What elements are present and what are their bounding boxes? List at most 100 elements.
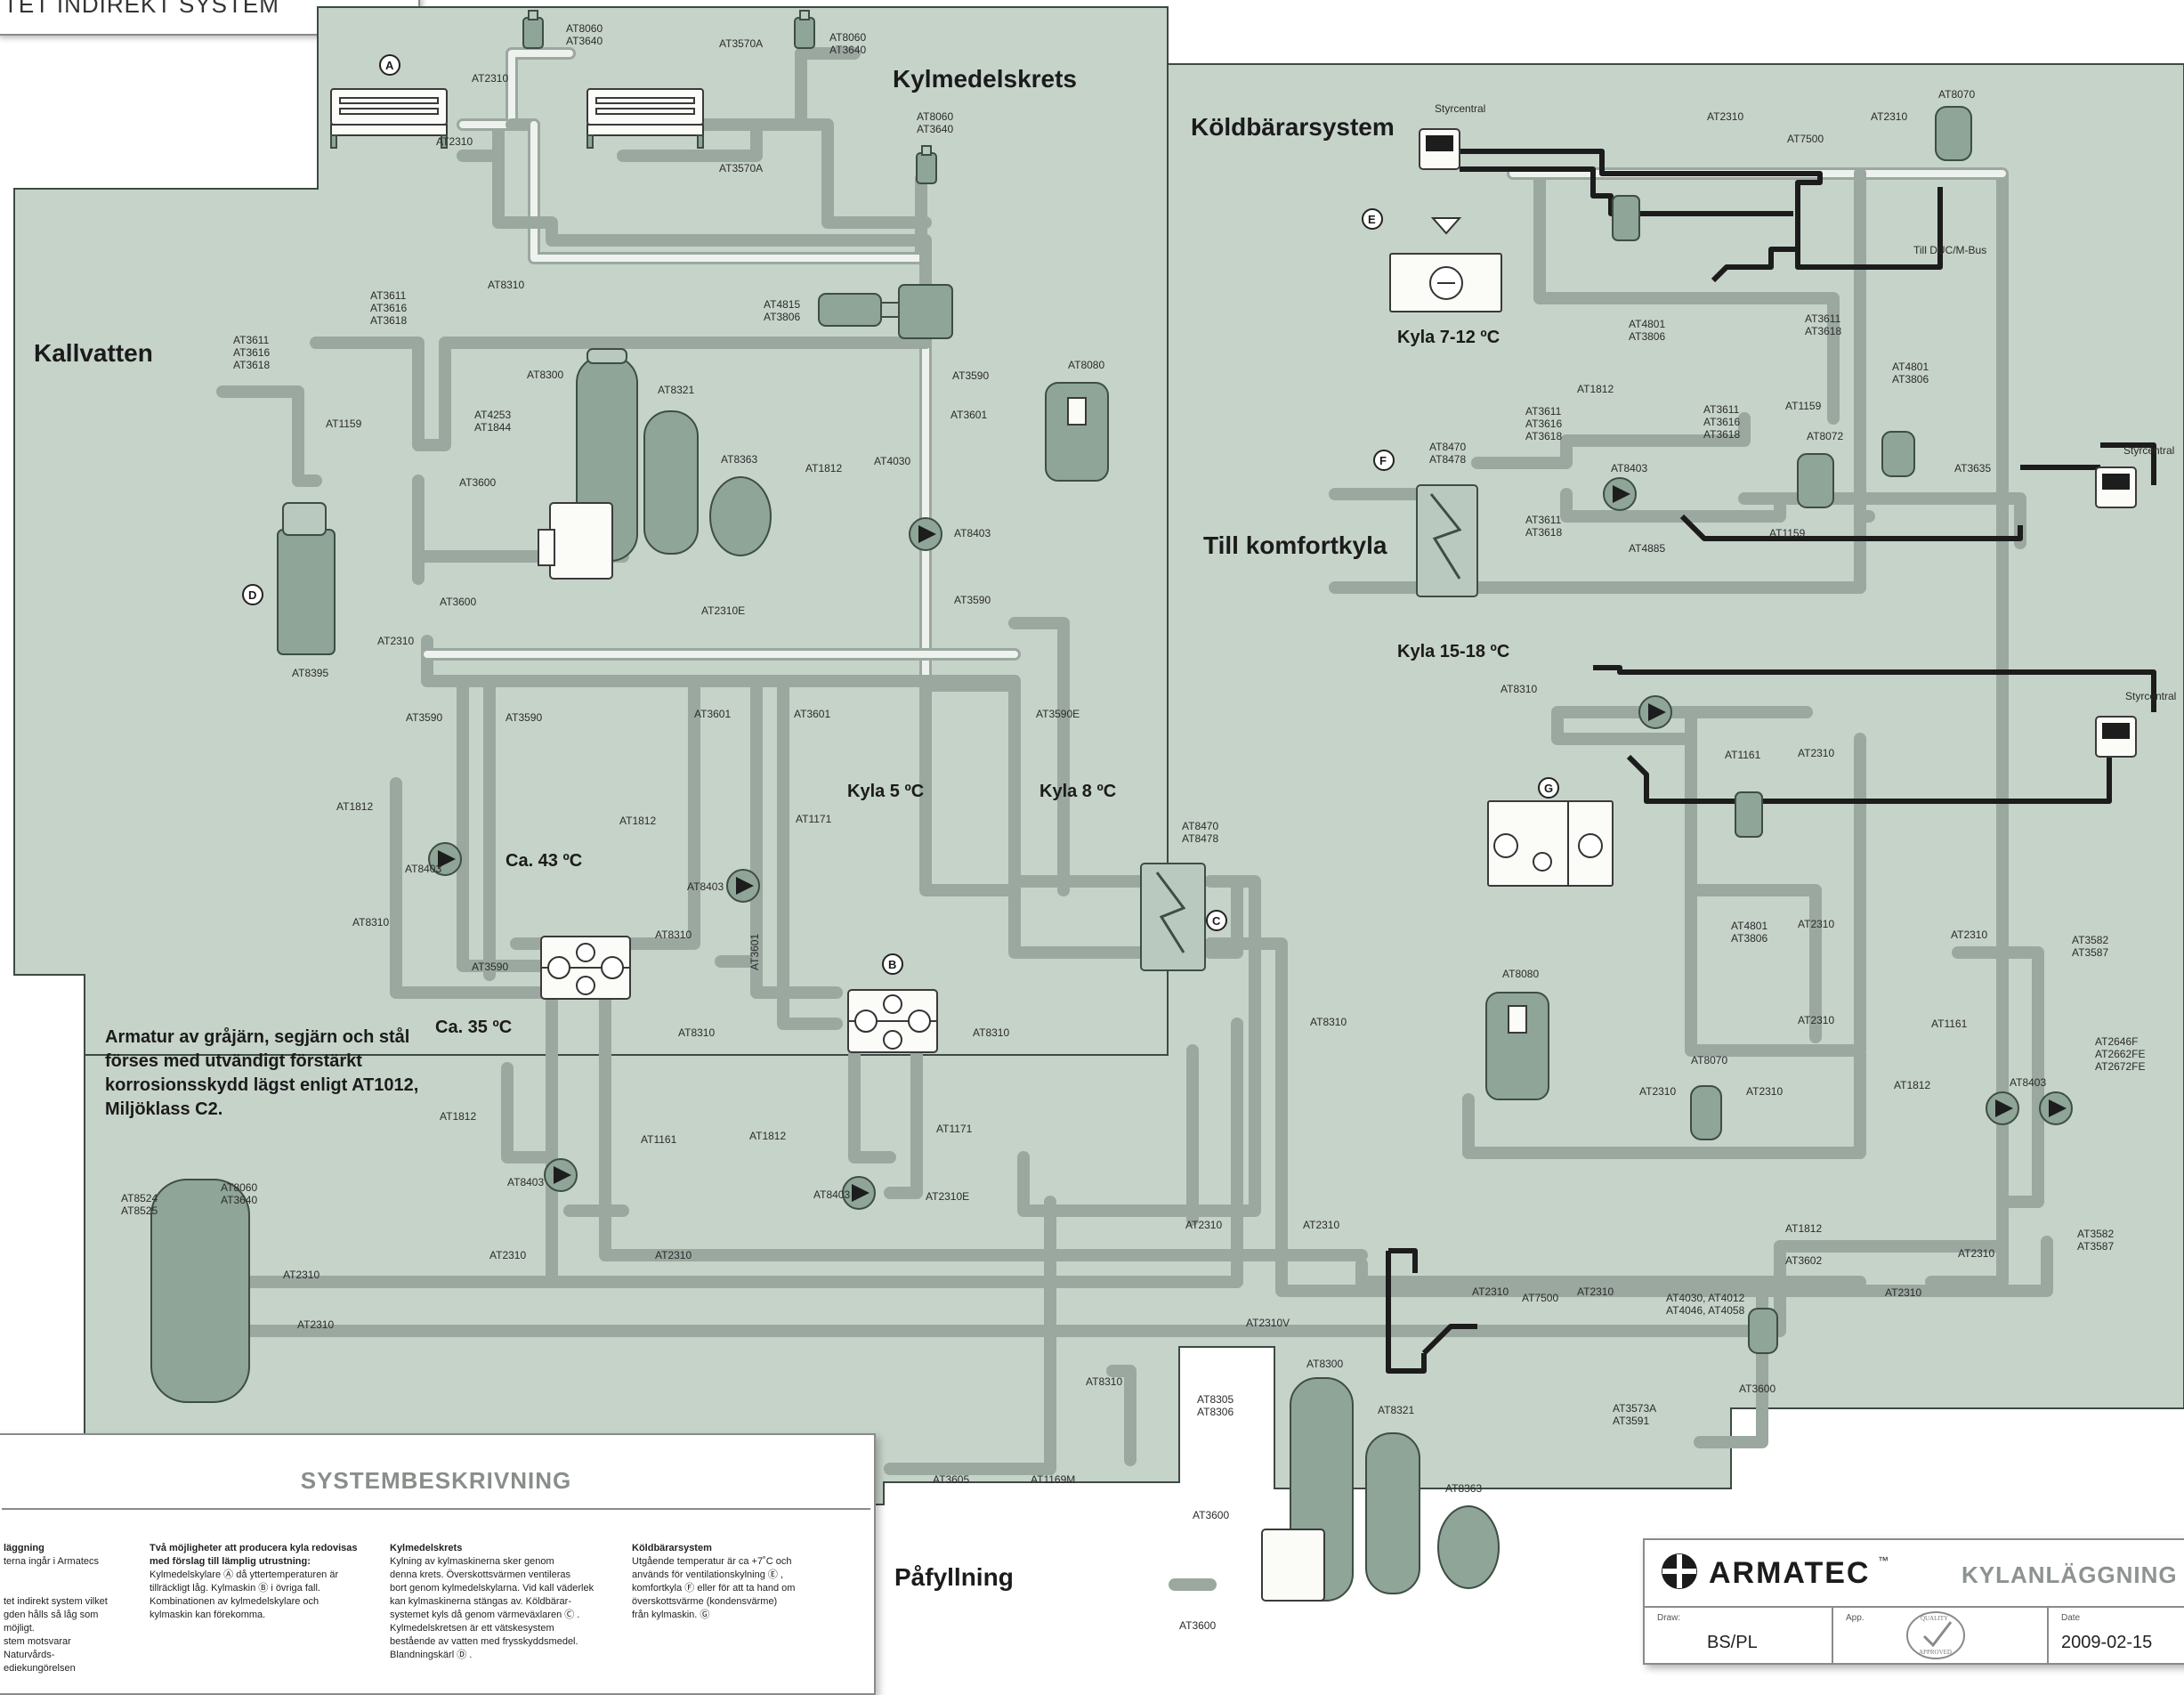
desc-line: används för ventilationskylning Ⓔ , — [632, 1569, 783, 1580]
temperature-labels: Kyla 7-12 ºC Kyla 15-18 ºC Kyla 5 ºC Kyl… — [435, 328, 1509, 1037]
label: AT1171 — [796, 813, 832, 825]
label: AT2310 — [436, 135, 473, 148]
desc-line: bestående av vatten med frysskyddsmedel. — [390, 1636, 578, 1647]
desc-column-title: Två möjligheter att producera kyla redov… — [150, 1543, 358, 1567]
label: AT8525 — [121, 1204, 158, 1217]
label: AT8524 — [121, 1192, 158, 1204]
circle-label-a: A — [385, 59, 394, 72]
desc-line: från kylmaskin. Ⓖ — [632, 1610, 710, 1620]
control-box-at8080-2 — [1485, 992, 1549, 1100]
label: AT3618 — [233, 359, 270, 371]
date-value: 2009-02-15 — [2061, 1633, 2153, 1652]
tank-at8321-right — [1365, 1432, 1420, 1594]
label: AT3570A — [719, 37, 763, 50]
label: AT3582 — [2077, 1228, 2114, 1240]
label: AT3616 — [233, 346, 270, 359]
label: AT2310 — [1798, 747, 1834, 759]
label: AT2310 — [1185, 1219, 1222, 1231]
pipe-network-left — [216, 47, 1368, 1591]
label: AT7500 — [1787, 133, 1824, 145]
label: AT3640 — [917, 123, 953, 135]
stamp-text-top: QUALITY — [1921, 1615, 1949, 1622]
label: AT3600 — [1193, 1509, 1229, 1521]
tank-at8321 — [643, 410, 699, 555]
label: AT3601 — [694, 708, 731, 720]
label: AT4801 — [1892, 361, 1929, 373]
label: AT3616 — [1525, 418, 1562, 430]
label: AT3640 — [566, 35, 603, 47]
circle-label-d: D — [248, 588, 256, 602]
label: AT3806 — [1731, 932, 1767, 945]
circle-label-c: C — [1212, 914, 1221, 928]
label: AT2310 — [1707, 110, 1743, 123]
desc-column-3: Kylmedelskrets Kylning av kylmaskinerna … — [390, 1542, 612, 1662]
label: AT8306 — [1197, 1406, 1234, 1418]
label: AT2310 — [1871, 110, 1907, 123]
material-note: Armatur av gråjärn, segjärn och stål för… — [105, 1027, 419, 1119]
air-vent-1 — [522, 10, 544, 49]
label: AT8403 — [507, 1176, 544, 1188]
control-cables — [1386, 149, 2156, 1374]
label: AT8310 — [352, 916, 389, 929]
desc-line: komfortkyla Ⓕ eller för att ta hand om — [632, 1583, 796, 1594]
label: AT1169M — [1031, 1473, 1075, 1486]
temp-kyla-15-18: Kyla 15-18 ºC — [1397, 642, 1509, 661]
label: AT3573A — [1613, 1402, 1656, 1415]
temp-ca-35: Ca. 35 ºC — [435, 1018, 512, 1037]
buffer-tank-at8524 — [150, 1179, 250, 1403]
label: AT2310 — [283, 1269, 320, 1281]
label: AT3601 — [748, 934, 761, 970]
label: AT4030, AT4012 — [1666, 1292, 1745, 1304]
label: AT3600 — [459, 476, 496, 489]
label: AT8080 — [1502, 968, 1539, 980]
desc-line: överskottsvärme (kondensvärme) — [632, 1596, 778, 1607]
label: AT1812 — [336, 800, 373, 813]
expansion-vessel-at8363 — [709, 476, 772, 556]
label: AT3587 — [2077, 1240, 2114, 1253]
label: AT8080 — [1068, 359, 1104, 371]
label: AT8363 — [1445, 1482, 1482, 1495]
system-description-panel: SYSTEMBESKRIVNING läggning terna ingår i… — [0, 1433, 876, 1695]
label: AT8300 — [1306, 1358, 1343, 1370]
label: AT3587 — [2072, 946, 2108, 959]
controller-e — [1419, 128, 1460, 170]
air-vent-2 — [794, 10, 815, 49]
label: AT3600 — [1739, 1383, 1776, 1395]
divider — [2, 1508, 870, 1510]
label: AT1844 — [474, 421, 511, 434]
label: AT2310E — [701, 604, 745, 617]
label: AT8403 — [2010, 1076, 2046, 1089]
date-cell: Date 2009-02-15 — [2049, 1608, 2184, 1663]
circle-markers: A D B C E F G — [242, 54, 1559, 975]
label: AT1171 — [936, 1123, 973, 1135]
label: AT3600 — [440, 596, 476, 608]
label: Styrcentral — [2125, 690, 2176, 702]
label: AT8310 — [488, 279, 524, 291]
desc-line: terna ingår i Armatecs — [4, 1556, 99, 1567]
label: AT3806 — [764, 311, 800, 323]
label: AT8310 — [678, 1026, 715, 1039]
label: AT8310 — [1500, 683, 1537, 695]
label: AT8403 — [687, 880, 724, 893]
circle-label-f: F — [1379, 454, 1387, 467]
app-cell: App. QUALITY APPROVED — [1833, 1608, 2049, 1663]
desc-column-title: Kylmedelskrets — [390, 1543, 463, 1553]
label: AT2646F — [2095, 1035, 2138, 1048]
label: AT4253 — [474, 409, 511, 421]
desc-line: Kylning av kylmaskinerna sker genom — [390, 1556, 554, 1567]
drawing-title: TET INDIREKT SYSTEM — [4, 0, 279, 18]
label: AT3618 — [1805, 325, 1841, 337]
label: AT8310 — [1310, 1016, 1347, 1028]
label: AT8403 — [405, 863, 441, 875]
label: AT3618 — [370, 314, 407, 327]
section-kylmedelskrets: Kylmedelskrets — [893, 65, 1077, 93]
cooler-a2 — [586, 88, 704, 149]
title-block: ARMATEC ™ KYLANLÄGGNING Draw: BS/PL App.… — [1643, 1538, 2184, 1665]
label: AT2310 — [1472, 1285, 1509, 1298]
label: AT3611 — [1525, 405, 1562, 418]
desc-column-1: läggning terna ingår i Armatecs tet indi… — [4, 1542, 119, 1675]
brand-trademark: ™ — [1878, 1554, 1889, 1567]
label: AT3600 — [1179, 1619, 1216, 1632]
component-labels: AT8060 AT3640 AT3570A AT8060 AT3640 AT23… — [121, 22, 2176, 1632]
label: AT1161 — [1725, 749, 1761, 761]
